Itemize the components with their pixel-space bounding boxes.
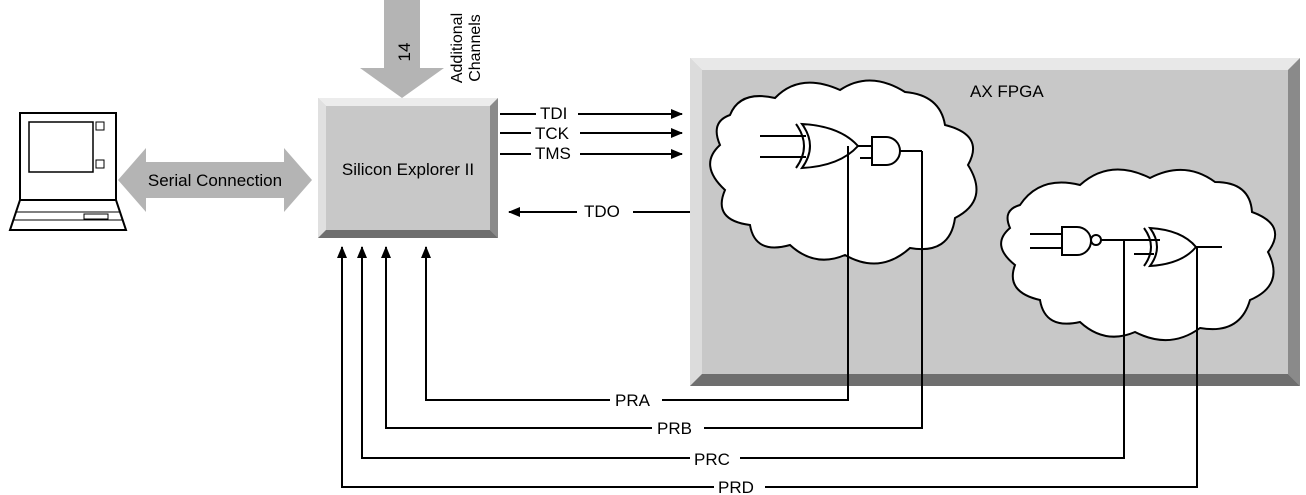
fpga-label: AX FPGA xyxy=(970,82,1044,101)
tms-label: TMS xyxy=(535,144,571,163)
serial-connection-arrow: Serial Connection xyxy=(118,148,312,212)
logic-cloud-1 xyxy=(709,79,978,265)
xor-gate-2 xyxy=(1134,226,1222,268)
jtag-signals: TDI TCK TMS TDO xyxy=(500,104,690,221)
and-gate-1 xyxy=(860,136,922,166)
probe-prb: PRB xyxy=(381,151,923,438)
channel-label-line1: Additional xyxy=(449,13,466,83)
tck-label: TCK xyxy=(535,124,570,143)
serial-connection-label: Serial Connection xyxy=(148,171,282,190)
silicon-explorer-label: Silicon Explorer II xyxy=(342,160,474,179)
prc-label: PRC xyxy=(694,450,730,469)
pra-label: PRA xyxy=(615,391,651,410)
tdo-label: TDO xyxy=(584,202,620,221)
channel-count: 14 xyxy=(395,43,414,62)
laptop-icon xyxy=(8,112,128,231)
silicon-explorer-box: Silicon Explorer II xyxy=(318,98,498,238)
additional-channels-arrow: 14 Additional Channels xyxy=(360,0,484,98)
channel-label-line2: Channels xyxy=(467,14,484,82)
probe-prd: PRD xyxy=(337,246,1198,495)
tdi-label: TDI xyxy=(540,104,567,123)
prb-label: PRB xyxy=(657,419,692,438)
prd-label: PRD xyxy=(718,478,754,495)
probe-pra: PRA xyxy=(421,146,849,410)
xor-gate-1 xyxy=(760,122,860,170)
probe-prc: PRC xyxy=(357,240,1125,469)
